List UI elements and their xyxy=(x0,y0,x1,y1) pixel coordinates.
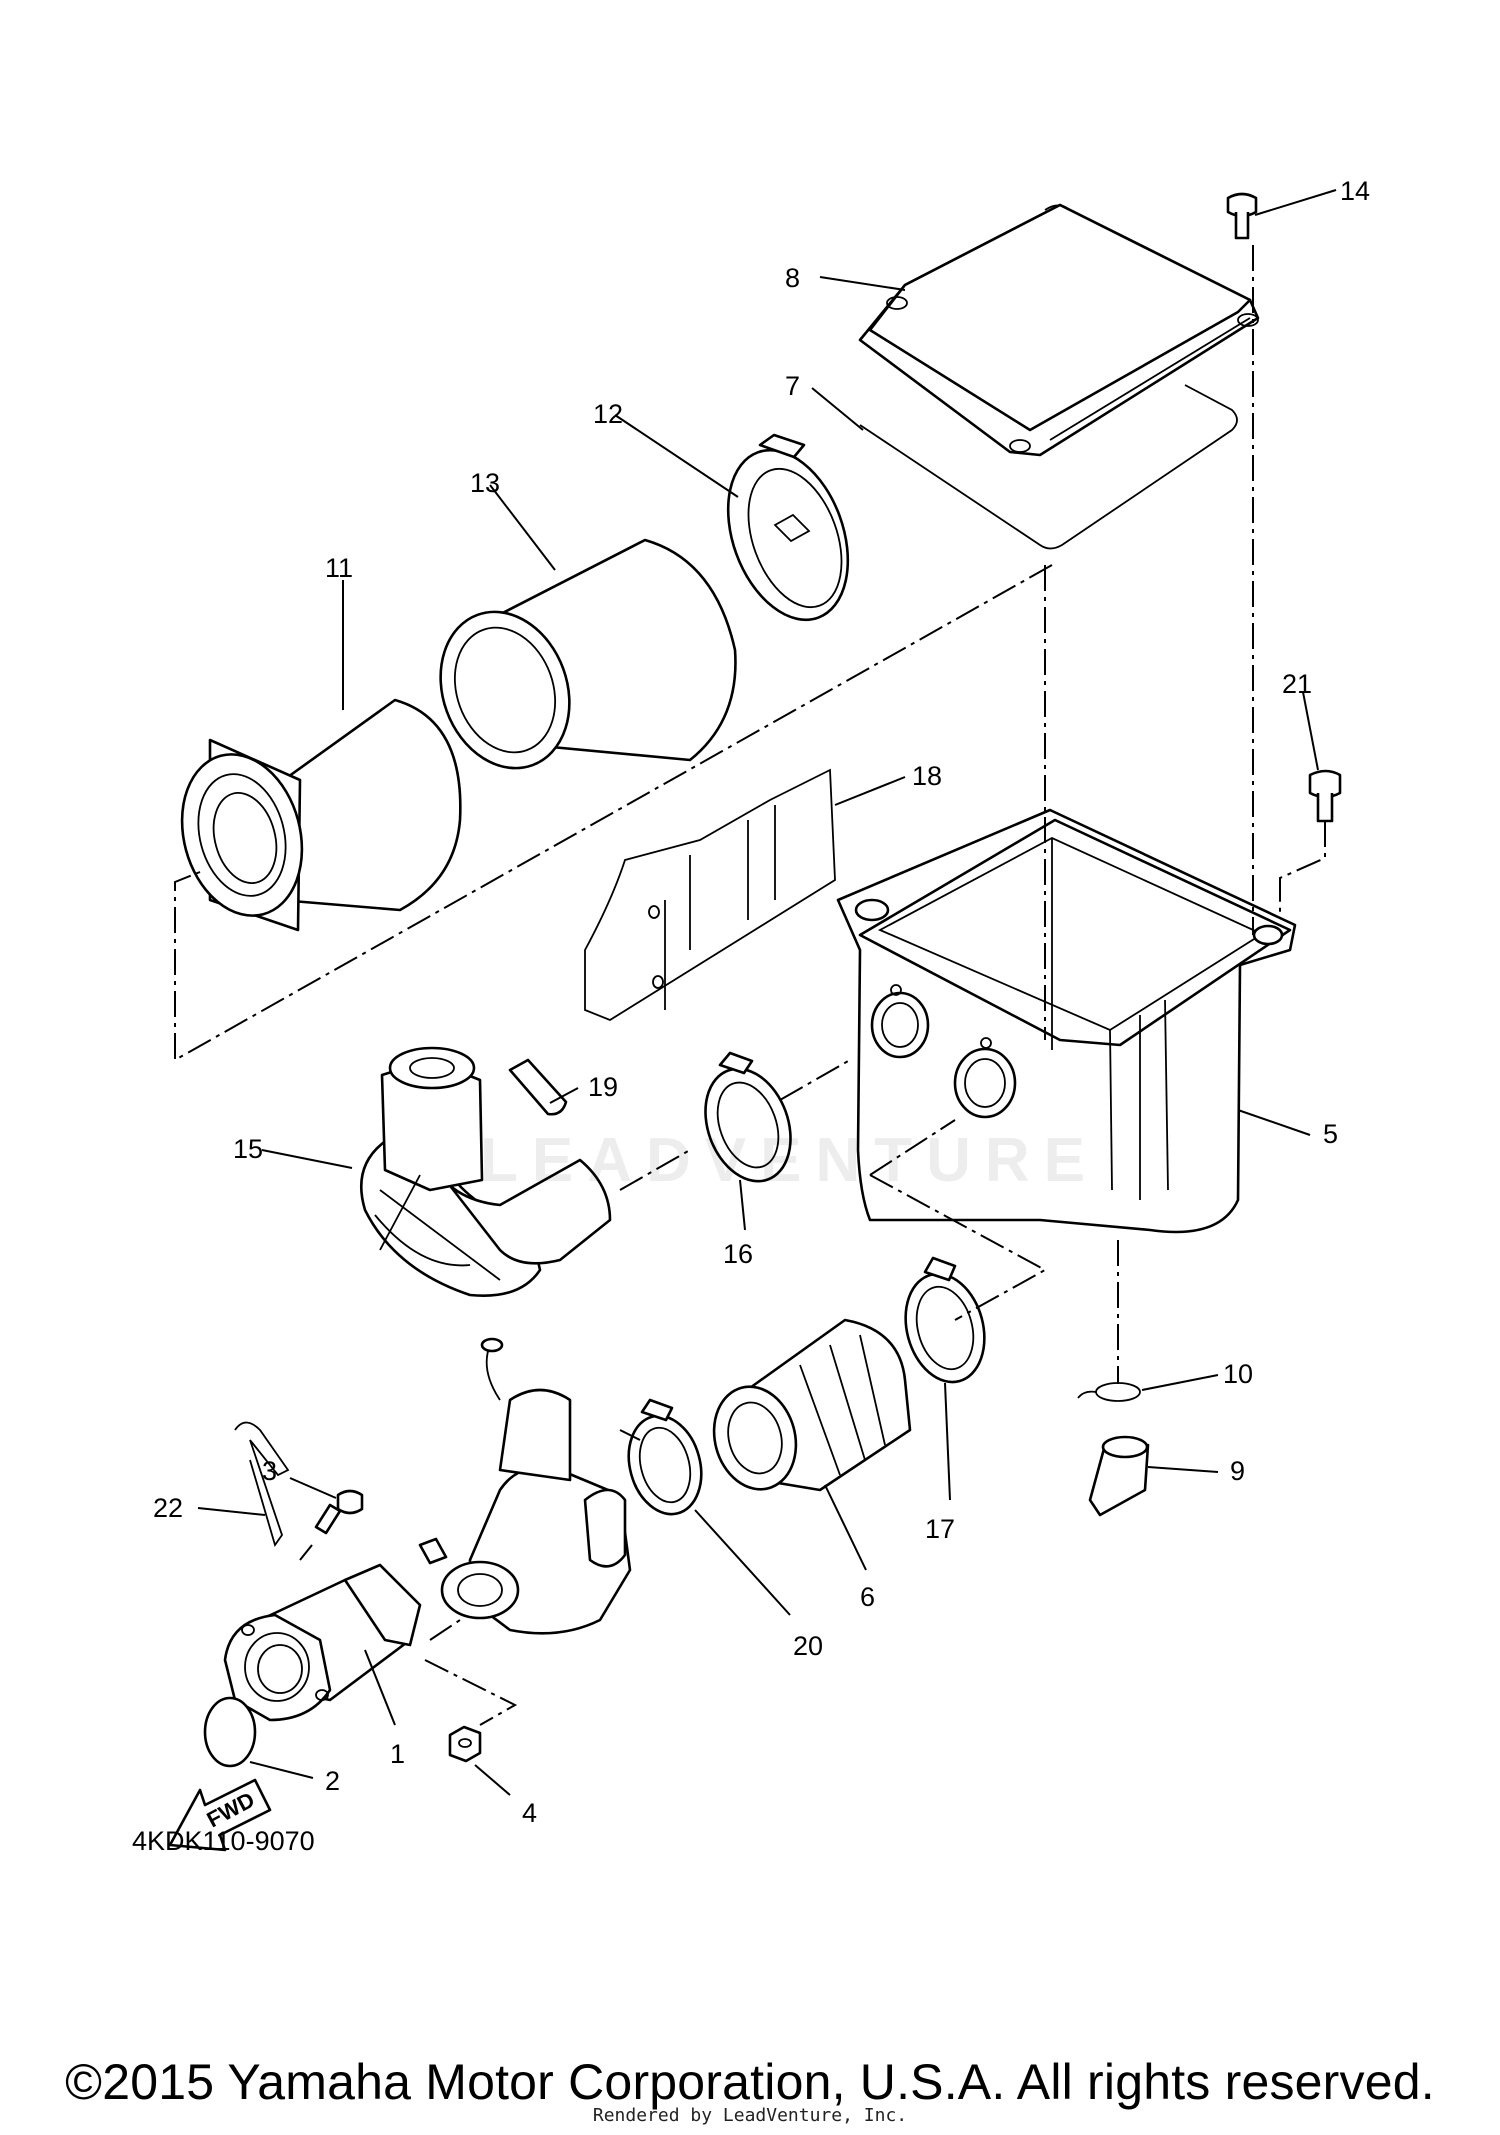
part-22-wire-clip[interactable] xyxy=(234,1421,290,1548)
part-21-bolt[interactable] xyxy=(1308,769,1342,823)
part-16-clamp[interactable] xyxy=(691,1051,806,1193)
callout-2: 2 xyxy=(325,1766,340,1796)
watermark: LEADVENTURE xyxy=(480,1126,1100,1195)
callout-numbers: 8 7 14 12 13 11 18 21 19 15 16 5 10 9 17… xyxy=(153,176,1370,1828)
part-4-nut[interactable] xyxy=(448,1725,482,1763)
callout-17: 17 xyxy=(925,1514,955,1544)
rendered-by-notice: Rendered by LeadVenture, Inc. xyxy=(592,2105,908,2126)
part-19-fitting[interactable] xyxy=(508,1058,568,1116)
diagram-code: 4KDK110-9070 xyxy=(132,1826,315,1856)
part-5-air-box-case[interactable] xyxy=(836,808,1297,1234)
callout-8: 8 xyxy=(785,263,800,293)
part-10-clip[interactable] xyxy=(1077,1382,1141,1402)
part-8-cover[interactable] xyxy=(858,203,1260,457)
assembly-guide-lines xyxy=(174,245,1326,1726)
callout-12: 12 xyxy=(593,399,623,429)
part-18-seal-plate[interactable] xyxy=(584,768,836,1022)
callout-20: 20 xyxy=(793,1631,823,1661)
part-13-element[interactable] xyxy=(419,538,737,786)
callout-13: 13 xyxy=(470,468,500,498)
callout-14: 14 xyxy=(1340,176,1370,206)
callout-18: 18 xyxy=(912,761,942,791)
callout-6: 6 xyxy=(860,1582,875,1612)
copyright-notice: ©2015 Yamaha Motor Corporation, U.S.A. A… xyxy=(65,2054,1435,2110)
callout-4: 4 xyxy=(522,1798,537,1828)
callout-21: 21 xyxy=(1282,669,1312,699)
part-11-element-guide[interactable] xyxy=(165,698,462,932)
part-9-drain[interactable] xyxy=(1088,1435,1150,1517)
part-15-intake-joint[interactable] xyxy=(360,1046,612,1297)
callout-10: 10 xyxy=(1223,1359,1253,1389)
leader-lines xyxy=(197,189,1337,1796)
part-12-element-cap[interactable] xyxy=(706,433,870,636)
part-17-clamp[interactable] xyxy=(894,1256,996,1391)
callout-3: 3 xyxy=(262,1456,277,1486)
part-7-gasket[interactable] xyxy=(859,384,1238,550)
callout-9: 9 xyxy=(1230,1456,1245,1486)
part-1-manifold[interactable] xyxy=(223,1563,422,1722)
callout-7: 7 xyxy=(785,371,800,401)
callout-19: 19 xyxy=(588,1072,618,1102)
part-20-clamp[interactable] xyxy=(618,1398,711,1522)
part-2-o-ring[interactable] xyxy=(203,1696,257,1768)
part-3-screw[interactable] xyxy=(314,1489,364,1535)
callout-15: 15 xyxy=(233,1134,263,1164)
carburetor xyxy=(418,1337,632,1635)
callout-16: 16 xyxy=(723,1239,753,1269)
callout-5: 5 xyxy=(1323,1119,1338,1149)
part-14-screw[interactable] xyxy=(1226,192,1258,240)
callout-11: 11 xyxy=(325,553,353,583)
part-6-joint[interactable] xyxy=(703,1318,912,1499)
callout-22: 22 xyxy=(153,1493,183,1523)
callout-1: 1 xyxy=(390,1739,405,1769)
